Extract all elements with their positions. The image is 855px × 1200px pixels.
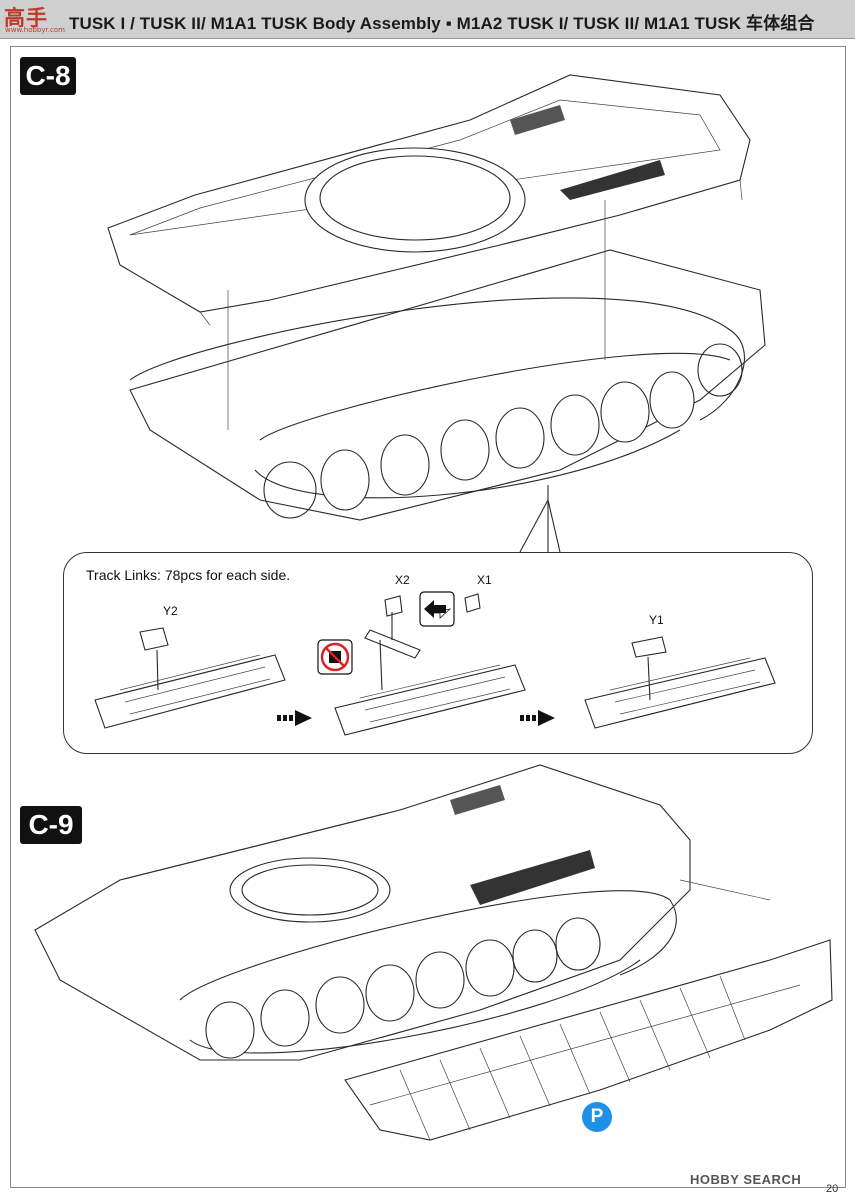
track-link-group-3 (584, 636, 776, 729)
c9-hull-assembly (34, 764, 771, 1061)
c9-side-armor-panel (344, 939, 833, 1141)
track-link-group-2 (334, 595, 526, 736)
step-arrow-1 (277, 710, 312, 726)
site-logo-text: 高手 (4, 6, 48, 30)
hobby-search-watermark: HOBBY SEARCH (690, 1172, 802, 1187)
page-title: TUSK I / TUSK II/ M1A1 TUSK Body Assembl… (69, 14, 815, 33)
part-label-x2: X2 (395, 573, 410, 587)
site-logo: 高手 www.hobbyr.com (4, 4, 66, 34)
track-links-instruction: Track Links: 78pcs for each side. (86, 567, 291, 583)
part-label-y2: Y2 (163, 604, 178, 618)
step-badge-c9: C-9 (20, 806, 82, 844)
track-links-callout (63, 552, 813, 754)
header-bar: 高手 www.hobbyr.com TUSK I / TUSK II/ M1A1… (0, 0, 855, 39)
part-label-x1: X1 (477, 573, 492, 587)
step-badge-c8: C-8 (20, 57, 76, 95)
alternate-direction-icon (419, 591, 455, 627)
part-p-marker: P (582, 1102, 612, 1132)
site-logo-url: www.hobbyr.com (5, 26, 65, 34)
page-number: 20 (826, 1183, 839, 1195)
no-glue-icon (317, 639, 353, 675)
step-arrow-2 (520, 710, 555, 726)
track-link-group-1 (94, 627, 286, 729)
c8-lower-hull-tracks (129, 200, 766, 553)
part-x1-shape (464, 593, 481, 613)
part-label-y1: Y1 (649, 613, 664, 627)
page-frame (10, 46, 846, 1188)
c8-upper-hull (107, 74, 751, 326)
